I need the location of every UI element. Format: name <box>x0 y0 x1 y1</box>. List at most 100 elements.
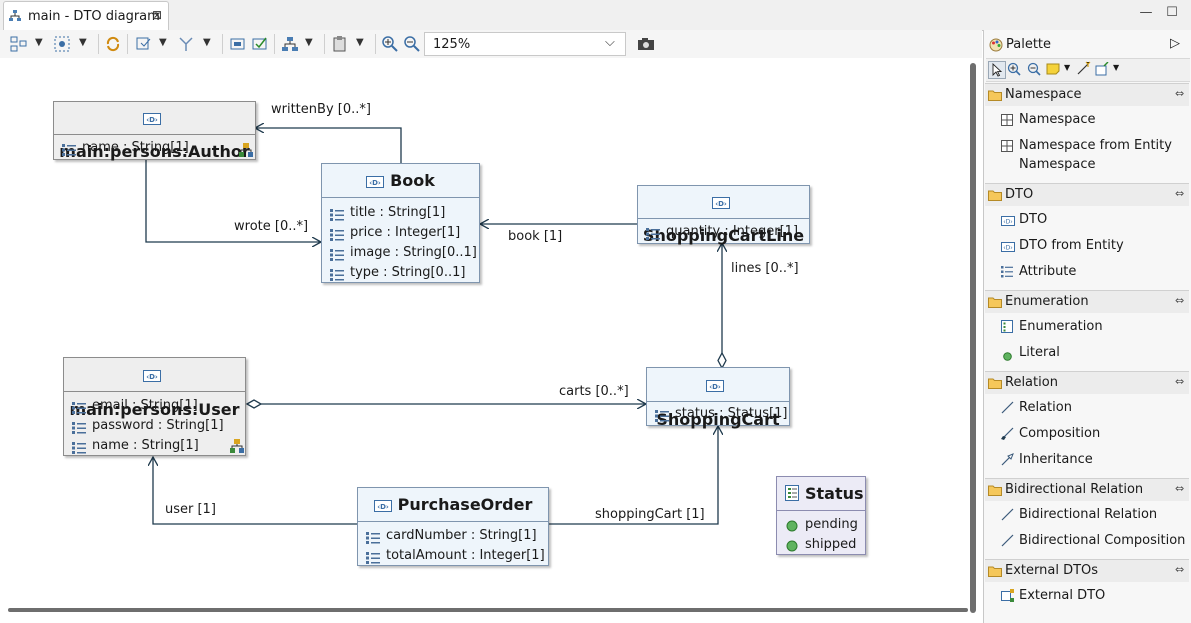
dto-shoppingcart[interactable]: ‹D›ShoppingCart status : Status[1] <box>646 367 790 429</box>
composition-icon <box>1001 427 1014 447</box>
dto-author[interactable]: ‹D›main:persons:Author name : String[1] <box>53 101 256 161</box>
drawer-relation[interactable]: Relation ⇔ <box>985 371 1189 394</box>
drawer-enumeration[interactable]: Enumeration ⇔ <box>985 290 1189 313</box>
relation-icon <box>1001 401 1014 421</box>
chevron-down-icon[interactable]: ▼ <box>1064 63 1071 72</box>
attribute-icon <box>330 228 344 248</box>
dto-shoppingcartline[interactable]: ‹D›ShoppingCartLine quantity : Integer[1… <box>637 185 810 245</box>
attribute-row[interactable]: password : String[1] <box>64 416 245 436</box>
show-icon[interactable] <box>251 35 269 53</box>
enum-status[interactable]: Status pending shipped <box>776 476 866 555</box>
attribute-row[interactable]: quantity : Integer[1] <box>638 222 809 242</box>
attribute-row[interactable]: type : String[0..1] <box>322 263 479 283</box>
drawer-namespace[interactable]: Namespace ⇔ <box>985 83 1189 106</box>
toolbar-separator <box>375 34 376 54</box>
enumeration-icon <box>785 479 799 512</box>
class-title: Status <box>805 484 864 503</box>
zoom-out-icon[interactable] <box>403 35 421 53</box>
palette-icon <box>989 38 1003 56</box>
chevron-down-icon[interactable]: ▼ <box>1113 63 1120 72</box>
chevron-down-icon[interactable]: ▼ <box>35 37 43 48</box>
external-dto-icon <box>1001 589 1015 610</box>
dto-book[interactable]: ‹D›Book title : String[1] price : Intege… <box>321 163 480 283</box>
zoom-out-tool-icon[interactable] <box>1027 62 1041 80</box>
svg-text:‹D›: ‹D› <box>1003 245 1012 252</box>
attribute-row[interactable]: name : String[1] <box>54 138 255 158</box>
label-wrote: wrote [0..*] <box>234 219 309 234</box>
collapse-palette-icon[interactable]: ▷ <box>1170 36 1180 51</box>
attribute-row[interactable]: title : String[1] <box>322 203 479 223</box>
svg-text:‹D›: ‹D› <box>715 200 727 208</box>
literal-row[interactable]: shipped <box>777 535 865 555</box>
drawer-bidirectional-relation[interactable]: Bidirectional Relation ⇔ <box>985 478 1189 501</box>
new-element-tool-icon[interactable] <box>1095 61 1109 80</box>
dto-user[interactable]: ‹D›main:persons:User email : String[1] p… <box>63 357 246 456</box>
clipboard-icon[interactable] <box>331 35 349 53</box>
zoom-in-icon[interactable] <box>381 35 399 53</box>
drawer-external-dtos[interactable]: External DTOs ⇔ <box>985 559 1189 582</box>
minimize-icon[interactable]: — <box>1139 5 1153 20</box>
select-tool-icon[interactable] <box>988 61 1006 79</box>
connection-tool-icon[interactable] <box>1075 61 1091 81</box>
palette-title: Palette <box>1006 37 1052 52</box>
relation-icon <box>1001 508 1014 528</box>
pin-icon[interactable]: ⇔ <box>1175 482 1185 495</box>
attribute-icon <box>330 248 344 268</box>
namespace-icon <box>1001 113 1013 133</box>
attribute-row[interactable]: status : Status[1] <box>647 404 789 424</box>
palette-header[interactable]: Palette ▷ <box>989 35 1189 55</box>
pin-icon[interactable]: ⇔ <box>1175 375 1185 388</box>
tab-title: main - DTO diagram <box>28 9 160 24</box>
literal-row[interactable]: pending <box>777 515 865 535</box>
dto-purchaseorder[interactable]: ‹D›PurchaseOrder cardNumber : String[1] … <box>357 487 549 566</box>
tab-main-dto-diagram[interactable]: main - DTO diagram ⊠ <box>3 1 169 30</box>
maximize-icon[interactable]: ☐ <box>1166 5 1178 20</box>
zoom-in-tool-icon[interactable] <box>1007 62 1021 80</box>
palette-tools-row: ▼ ▼ <box>986 58 1190 82</box>
attribute-row[interactable]: image : String[0..1] <box>322 243 479 263</box>
edge-wrote[interactable] <box>145 160 321 242</box>
attribute-icon <box>62 143 76 163</box>
pin-icon[interactable]: ⇔ <box>1175 563 1185 576</box>
attribute-row[interactable]: cardNumber : String[1] <box>358 526 548 546</box>
pin-icon[interactable]: ⇔ <box>1175 87 1185 100</box>
horizontal-scrollbar[interactable] <box>8 608 968 612</box>
chevron-down-icon[interactable]: ▼ <box>79 37 87 48</box>
hide-icon[interactable] <box>229 35 247 53</box>
attribute-row[interactable]: price : Integer[1] <box>322 223 479 243</box>
arrange-all-icon[interactable] <box>9 35 27 53</box>
camera-icon[interactable] <box>637 35 655 53</box>
palette-panel <box>983 30 1191 623</box>
layers-icon[interactable] <box>177 35 195 53</box>
literal-icon <box>1003 348 1012 368</box>
chevron-down-icon[interactable]: ▼ <box>305 37 313 48</box>
note-tool-icon[interactable] <box>1046 63 1060 79</box>
edge-user[interactable] <box>153 457 357 525</box>
attribute-row[interactable]: totalAmount : Integer[1] <box>358 546 548 566</box>
chevron-down-icon[interactable]: ▼ <box>159 37 167 48</box>
attribute-icon <box>330 268 344 288</box>
external-link-icon <box>230 439 244 457</box>
layout-icon[interactable] <box>281 35 299 53</box>
pin-icon[interactable]: ⇔ <box>1175 187 1185 200</box>
attribute-row[interactable]: email : String[1] <box>64 396 245 416</box>
chevron-down-icon[interactable]: ▼ <box>203 37 211 48</box>
toolbar-separator <box>324 34 325 54</box>
drawer-dto[interactable]: DTO ⇔ <box>985 183 1189 206</box>
attribute-icon <box>330 208 344 228</box>
edge-shoppingcart[interactable] <box>549 426 718 525</box>
filter-icon[interactable] <box>135 35 153 53</box>
folder-icon <box>988 296 1003 312</box>
zoom-combo[interactable]: 125% ⌵ <box>424 32 626 56</box>
chevron-down-icon[interactable]: ▼ <box>356 37 364 48</box>
vertical-scrollbar[interactable] <box>970 63 976 613</box>
attribute-icon <box>72 421 86 441</box>
chevron-down-icon[interactable]: ⌵ <box>605 35 615 50</box>
dto-icon: ‹D› <box>142 104 161 136</box>
close-icon[interactable]: ⊠ <box>152 8 163 22</box>
refresh-icon[interactable] <box>104 35 122 53</box>
edge-writtenby[interactable] <box>255 128 402 164</box>
attribute-row[interactable]: name : String[1] <box>64 436 245 456</box>
pin-icon[interactable]: ⇔ <box>1175 294 1185 307</box>
select-all-icon[interactable] <box>53 35 71 53</box>
